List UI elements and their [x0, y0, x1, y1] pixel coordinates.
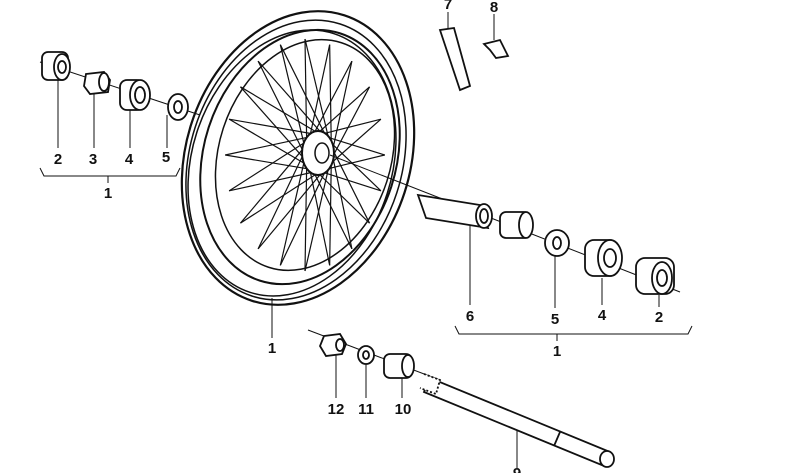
spoke: [330, 146, 371, 224]
balance-weight: [438, 26, 472, 92]
callout-2-right: 2: [654, 309, 664, 326]
spoke: [257, 171, 323, 250]
spoke: [313, 60, 353, 135]
spoke: [257, 60, 323, 135]
spoke: [279, 159, 306, 266]
callout-10: 10: [394, 401, 412, 418]
callout-9: 9: [513, 466, 521, 473]
spoke: [279, 44, 306, 147]
callout-3: 3: [88, 151, 98, 168]
spoke: [225, 154, 310, 170]
spokes: [225, 38, 385, 272]
callout-4-right: 4: [597, 307, 607, 324]
spoke: [317, 172, 370, 224]
spoke: [309, 44, 331, 137]
spoke: [329, 44, 332, 147]
spoke: [329, 159, 332, 266]
spoke: [257, 60, 305, 154]
callout-1-right-set: 1: [552, 343, 562, 360]
spoke: [279, 44, 327, 138]
spoke: [322, 171, 382, 192]
spoke: [304, 38, 308, 142]
spoke: [228, 171, 314, 192]
spoke: [229, 118, 314, 135]
callout-11: 11: [358, 401, 374, 418]
callout-4-left: 4: [124, 151, 134, 168]
spoke: [239, 86, 306, 160]
spoke: [330, 86, 371, 160]
spoke: [240, 86, 319, 134]
callout-8: 8: [489, 0, 499, 16]
spoke: [304, 164, 308, 272]
callout-2-left: 2: [53, 151, 63, 168]
callout-1-wheel: 1: [267, 340, 277, 357]
spoke: [228, 140, 307, 192]
spoke: [239, 146, 306, 224]
spoke: [279, 168, 327, 266]
spoke: [228, 118, 307, 166]
spoke: [313, 171, 353, 250]
callout-1-left-set: 1: [103, 185, 113, 202]
spoke: [331, 61, 353, 154]
callout-5-left: 5: [161, 149, 171, 166]
spoke: [322, 118, 382, 135]
spoke: [304, 164, 330, 272]
spoke: [328, 118, 382, 166]
spoke: [304, 38, 330, 142]
clip: [482, 38, 510, 59]
callout-5-right: 5: [550, 311, 560, 328]
spoke: [225, 136, 310, 156]
spoke: [240, 172, 319, 224]
callout-12: 12: [327, 401, 345, 418]
wheel-drawing: [180, 10, 416, 306]
callout-7: 7: [443, 0, 453, 13]
spoke: [328, 140, 382, 192]
spoke: [257, 152, 305, 250]
spoke: [331, 152, 353, 249]
callout-6: 6: [465, 308, 475, 325]
spoke: [309, 169, 331, 266]
spoke: [317, 86, 370, 134]
spacer-tube: [416, 193, 490, 230]
spoke: [326, 136, 385, 156]
spoke: [326, 154, 385, 170]
